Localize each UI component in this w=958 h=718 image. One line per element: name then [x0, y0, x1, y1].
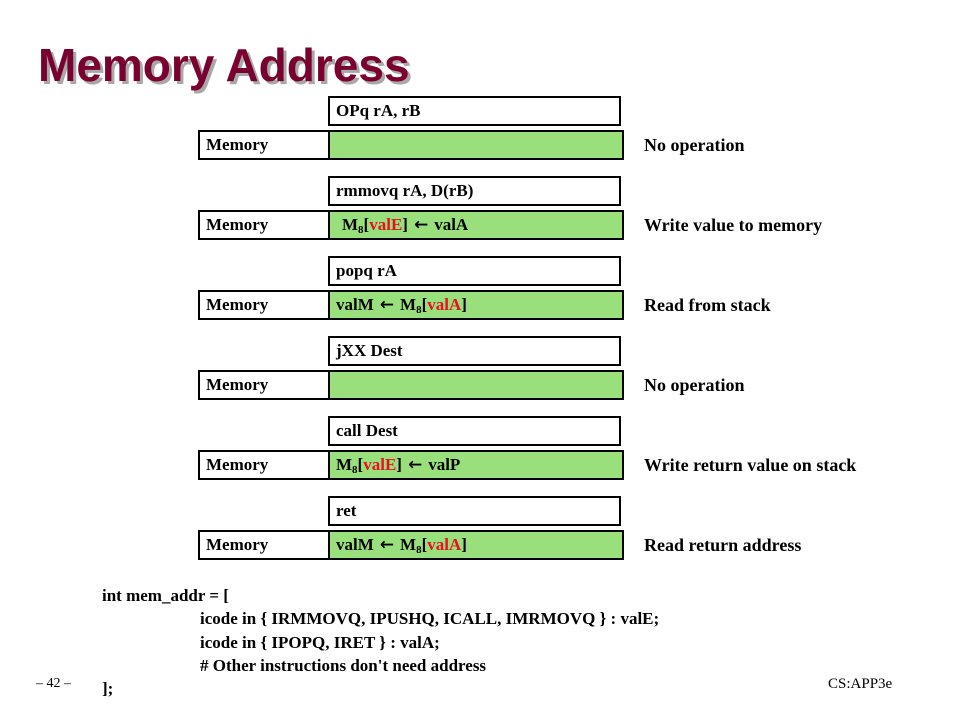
op-lhs: M	[342, 215, 359, 234]
stage-label: Memory	[198, 530, 328, 560]
instruction-block-rmmovq: rmmovq rA, D(rB) Memory M8[valE]←valA Wr…	[0, 176, 958, 242]
left-arrow-icon: ←	[413, 215, 429, 235]
left-arrow-icon: ←	[379, 535, 395, 555]
instruction-block-opq: OPq rA, rB Memory No operation	[0, 96, 958, 162]
instruction-label: popq rA	[328, 256, 621, 286]
op-subscript: 8	[416, 304, 422, 316]
code-line: int mem_addr = [	[102, 586, 229, 605]
code-line: ];	[102, 679, 114, 699]
stage-label: Memory	[198, 370, 328, 400]
code-line: icode in { IPOPQ, IRET } : valA;	[200, 632, 440, 652]
instruction-block-popq: popq rA Memory valM←M8[valA] Read from s…	[0, 256, 958, 322]
memory-operation: M8[valE]←valA	[328, 210, 624, 240]
op-lhs: valM	[336, 295, 374, 314]
op-subscript: 8	[416, 544, 422, 556]
operation-description: Write value to memory	[644, 215, 823, 235]
op-rhs: valP	[428, 455, 461, 474]
instruction-label: rmmovq rA, D(rB)	[328, 176, 621, 206]
instruction-label: ret	[328, 496, 621, 526]
op-lhs: M	[336, 455, 353, 474]
slide-title: Memory Address	[38, 39, 410, 91]
operation-description: No operation	[644, 135, 745, 155]
code-line: icode in { IRMMOVQ, IPUSHQ, ICALL, IMRMO…	[200, 609, 660, 629]
memory-operation: valM←M8[valA]	[328, 530, 624, 560]
operation-description: No operation	[644, 375, 745, 395]
instruction-block-ret: ret Memory valM←M8[valA] Read return add…	[0, 496, 958, 562]
memory-operation	[328, 370, 624, 400]
operation-description: Write return value on stack	[644, 455, 857, 475]
instruction-label: jXX Dest	[328, 336, 621, 366]
op-address: valA	[427, 535, 462, 554]
op-address: valA	[427, 295, 462, 314]
stage-label: Memory	[198, 450, 328, 480]
instruction-block-call: call Dest Memory M8[valE]←valP Write ret…	[0, 416, 958, 482]
instruction-block-jxx: jXX Dest Memory No operation	[0, 336, 958, 402]
course-label: CS:APP3e	[828, 676, 893, 692]
left-arrow-icon: ←	[379, 295, 395, 315]
stage-label: Memory	[198, 130, 328, 160]
memory-operation	[328, 130, 624, 160]
instruction-label: call Dest	[328, 416, 621, 446]
op-rhs: valA	[434, 215, 469, 234]
op-subscript: 8	[352, 464, 358, 476]
op-lhs: valM	[336, 535, 374, 554]
operation-description: Read from stack	[644, 295, 771, 315]
memory-operation: M8[valE]←valP	[328, 450, 624, 480]
page-number: – 42 –	[36, 676, 71, 691]
op-address: valE	[369, 215, 403, 234]
code-line: # Other instructions don't need address	[200, 655, 487, 675]
stage-label: Memory	[198, 210, 328, 240]
op-subscript: 8	[358, 224, 364, 236]
operation-description: Read return address	[644, 535, 802, 555]
left-arrow-icon: ←	[407, 455, 423, 475]
op-address: valE	[363, 455, 397, 474]
memory-operation: valM←M8[valA]	[328, 290, 624, 320]
hcl-code: int mem_addr = [ icode in { IRMMOVQ, IPUS…	[102, 584, 659, 700]
instruction-label: OPq rA, rB	[328, 96, 621, 126]
stage-label: Memory	[198, 290, 328, 320]
